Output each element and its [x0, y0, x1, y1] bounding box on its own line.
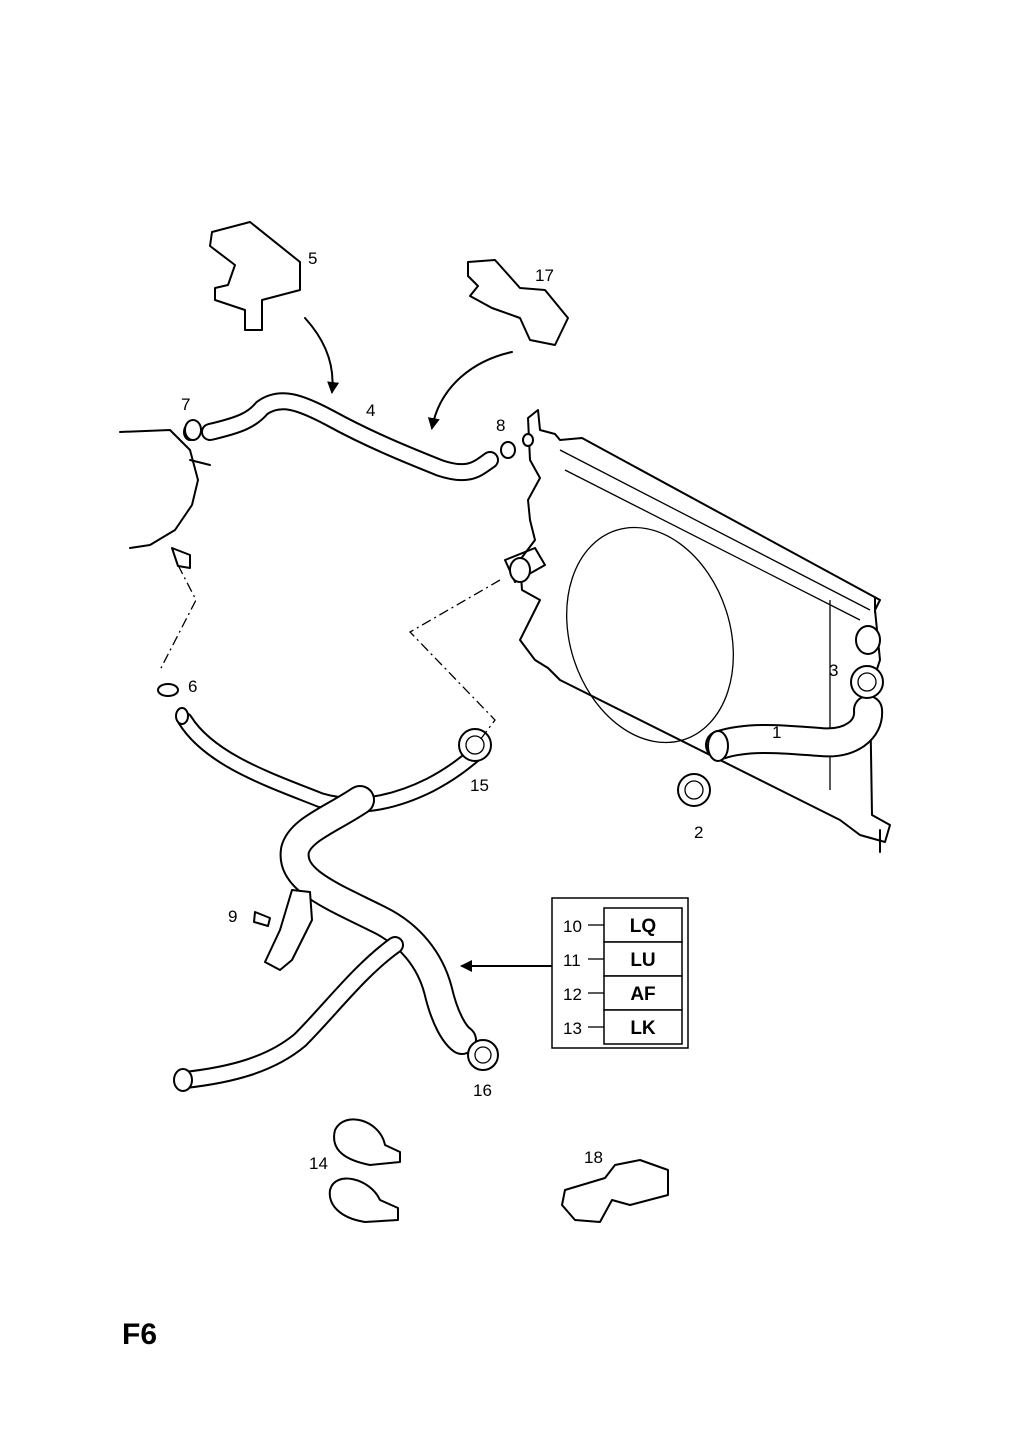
callout-8: 8: [496, 416, 505, 435]
hose-4: [183, 392, 534, 482]
table-code-af: AF: [630, 984, 655, 1005]
callout-7: 7: [181, 395, 190, 414]
callout-17: 17: [535, 266, 554, 285]
callout-5: 5: [308, 249, 317, 268]
expansion-tank: [119, 429, 211, 569]
table-num-10: 10: [563, 917, 582, 936]
clip-5: [209, 221, 301, 331]
callout-14: 14: [309, 1154, 328, 1173]
callout-4: 4: [366, 401, 375, 420]
table-code-lu: LU: [630, 950, 655, 971]
callout-16: 16: [473, 1081, 492, 1100]
routing-line: [159, 564, 501, 741]
hose-1: [705, 695, 884, 762]
table-num-11: 11: [563, 951, 581, 970]
clip-14: [328, 1118, 401, 1223]
arrow-clip-5: [304, 317, 340, 394]
callout-1: 1: [772, 723, 781, 742]
lower-hose-assembly: [173, 707, 486, 1092]
table-code-lq: LQ: [630, 916, 656, 937]
callout-18: 18: [584, 1148, 603, 1167]
clip-18: [561, 1159, 669, 1223]
variant-table: 10 11 12 13 LQ LU AF LK: [551, 897, 689, 1049]
table-num-13: 13: [563, 1019, 582, 1038]
callout-6: 6: [188, 677, 197, 696]
radiator: [504, 409, 891, 853]
bracket: [253, 889, 313, 971]
arrow-clip-17: [427, 351, 513, 430]
table-code-lk: LK: [630, 1018, 656, 1039]
callouts: 1 2 3 4 5 6 7 8 9 15 16 17 14 18: [181, 249, 838, 1173]
callout-15: 15: [470, 776, 489, 795]
clip-17: [467, 259, 569, 346]
table-num-12: 12: [563, 985, 582, 1004]
callout-9: 9: [228, 907, 237, 926]
page-label: F6: [122, 1318, 158, 1351]
callout-2: 2: [694, 823, 703, 842]
callout-3: 3: [829, 661, 838, 680]
